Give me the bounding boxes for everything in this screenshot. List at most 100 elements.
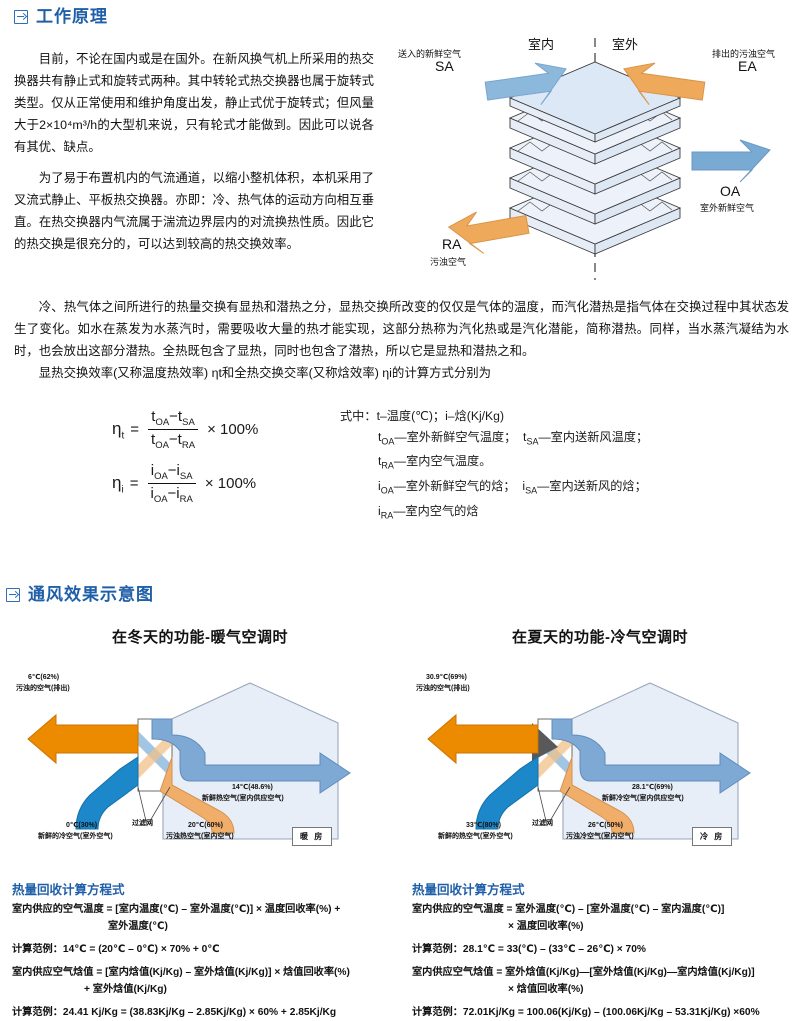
summer-room-tag: 冷 房 <box>692 827 733 846</box>
calc-line: 计算范例：14℃ = (20℃ – 0℃) × 70% + 0℃ <box>12 944 220 955</box>
winter-room-tag: 暖 房 <box>292 827 333 846</box>
winter-diagram: 6℃(62%) 污浊的空气(排出) 14℃(48.6%) 新鲜热空气(室内供应空… <box>16 661 380 851</box>
legend-prefix: 式中： <box>340 409 377 423</box>
winter-label-supply-value: 14℃(48.6%) <box>232 784 273 791</box>
summer-diagram-title: 在夏天的功能-冷气空调时 <box>512 629 688 646</box>
calc-line: × 焓值回收率(%) <box>508 984 584 995</box>
winter-label-return-value: 20℃(60%) <box>188 822 223 829</box>
core-label-sa-text: 送入的新鲜空气 <box>398 49 462 59</box>
winter-label-exhaust-text: 污浊的空气(排出) <box>16 685 70 692</box>
core-label-ra-text: 污浊空气 <box>430 257 467 267</box>
summer-label-exhaust-text: 污浊的空气(排出) <box>416 685 470 692</box>
summer-arrow-supply <box>551 718 751 794</box>
core-label-ea-code: EA <box>738 58 757 74</box>
summer-label-intake-value: 33℃(80%) <box>466 822 501 829</box>
formula-eta-t-multiplier: × 100% <box>207 421 259 439</box>
winter-label-return-text: 污浊热空气(室内空气) <box>166 833 234 840</box>
paragraph: 为了易于布置机内的气流通道，以缩小整机体积，本机采用了叉流式静止、平板热交换器。… <box>14 170 374 251</box>
paragraph: 目前，不论在国内或是在国外。在新风换气机上所采用的热交换器共有静止式和旋转式两种… <box>14 52 374 155</box>
winter-label-exhaust-value: 6℃(62%) <box>28 674 60 681</box>
summer-label-supply-text: 新鲜冷空气(室内供应空气) <box>602 795 684 802</box>
principle-text-column: 目前，不论在国内或是在国外。在新风换气机上所采用的热交换器共有静止式和旋转式两种… <box>14 36 374 267</box>
formula-eta-i-numerator: iOA−iSA <box>147 462 196 485</box>
winter-calc-title: 热量回收计算方程式 <box>12 883 125 897</box>
arrow-in-box-icon <box>14 9 28 24</box>
formula-eta-t-numerator: tOA−tSA <box>148 408 198 431</box>
formula-eta-i-multiplier: × 100% <box>204 475 257 493</box>
core-label-oa-text: 室外新鲜空气 <box>700 203 755 213</box>
summer-label-filter: 过滤网 <box>532 820 553 827</box>
calc-line: 室内供应的空气温度 = 室外温度(℃) – [室外温度(℃) – 室内温度(℃)… <box>412 904 725 915</box>
formula-legend: 式中： t–温度(℃)；i–焓(Kj/Kg) tOA—室外新鲜空气温度； tSA… <box>340 406 790 526</box>
calc-line: 室内供应的空气温度 = [室内温度(℃) – 室外温度(℃)] × 温度回收率(… <box>12 904 341 915</box>
calc-line: 计算范例：72.01Kj/Kg = 100.06(Kj/Kg) – (100.0… <box>412 1007 760 1018</box>
summer-label-return-text: 污浊冷空气(室内空气) <box>566 833 634 840</box>
winter-arrow-supply <box>151 718 351 794</box>
formula-eta-i-denominator: iOA−iRA <box>150 485 193 506</box>
legend-line: t–温度(℃)；i–焓(Kj/Kg) <box>376 409 505 423</box>
core-label-ea-text: 排出的污浊空气 <box>712 49 776 59</box>
calc-line: 室外温度(℃) <box>108 921 168 932</box>
equals-sign: = <box>129 475 139 493</box>
winter-arrow-exhaust <box>27 713 139 765</box>
paragraph: 显热交换效率(又称温度热效率) ηt和全热交换交率(又称焓效率) ηi的计算方式… <box>38 366 492 380</box>
summer-arrow-exhaust <box>427 713 539 765</box>
heat-exchanger-core-diagram: 室内 室外 送入的新鲜空气 SA 排出的污浊空气 EA OA 室外新鲜空气 RA… <box>390 22 800 292</box>
core-label-oa-code: OA <box>720 183 741 199</box>
summer-panel: 在夏天的功能-冷气空调时 30.9℃(69%) 污浊的空气(排出) 28.1℃(… <box>400 626 800 1018</box>
calc-line: 计算范例：28.1℃ = 33(℃) – (33℃ – 26℃) × 70% <box>412 944 646 955</box>
section-heading-principle: 工作原理 <box>6 8 108 25</box>
summer-label-supply-value: 28.1℃(69%) <box>632 784 673 791</box>
arrow-sa <box>484 62 567 105</box>
formula-eta-i: ηi = iOA−iSA iOA−iRA × 100% <box>112 462 256 505</box>
arrow-oa <box>691 139 771 183</box>
core-zone-indoor: 室内 <box>528 37 555 52</box>
principle-top-area: 目前，不论在国内或是在国外。在新风换气机上所采用的热交换器共有静止式和旋转式两种… <box>0 36 800 286</box>
formula-eta-i-sub: i <box>121 483 124 495</box>
page-title: 工作原理 <box>36 7 108 26</box>
winter-label-intake-text: 新鲜的冷空气(室外空气) <box>38 833 113 840</box>
arrow-in-box-icon <box>6 587 20 602</box>
arrow-ra <box>447 211 530 254</box>
winter-label-supply-text: 新鲜热空气(室内供应空气) <box>202 795 284 802</box>
summer-arrow-return <box>559 756 635 834</box>
formula-eta-t: ηt = tOA−tSA tOA−tRA × 100% <box>112 408 258 451</box>
principle-mid-text: 冷、热气体之间所进行的热量交换有显热和潜热之分，显热交换所改变的仅仅是气体的温度… <box>14 296 789 384</box>
section-heading-ventilation: 通风效果示意图 <box>0 586 800 603</box>
legend-line: tOA—室外新鲜空气温度； tSA—室内送新风温度； <box>378 429 649 446</box>
calc-line: 计算范例：24.41 Kj/Kg = (38.83Kj/Kg – 2.85Kj/… <box>12 1007 337 1018</box>
formula-eta-t-denominator: tOA−tRA <box>151 431 196 452</box>
core-zone-outdoor: 室外 <box>612 37 639 52</box>
winter-label-intake-value: 0℃(30%) <box>66 822 98 829</box>
winter-arrow-intake <box>75 756 139 830</box>
summer-arrow-intake <box>475 756 539 830</box>
formula-eta-i-symbol: ηi <box>112 472 124 495</box>
calc-line: × 温度回收率(%) <box>508 921 584 932</box>
legend-line: tRA—室内空气温度。 <box>378 454 492 471</box>
summer-label-exhaust-value: 30.9℃(69%) <box>426 674 467 681</box>
calc-line: 室内供应空气焓值 = [室内焓值(Kj/Kg) – 室外焓值(Kj/Kg)] ×… <box>12 967 350 978</box>
legend-line: iOA—室外新鲜空气的焓； iSA—室内送新风的焓； <box>378 479 647 496</box>
summer-calc-title: 热量回收计算方程式 <box>412 883 525 897</box>
winter-calc-block: 热量回收计算方程式 室内供应的空气温度 = [室内温度(℃) – 室外温度(℃)… <box>0 873 400 1021</box>
summer-label-return-value: 26℃(50%) <box>588 822 623 829</box>
calc-line: + 室外焓值(Kj/Kg) <box>84 984 167 995</box>
winter-arrow-return <box>159 756 235 834</box>
summer-label-intake-text: 新鲜的热空气(室外空气) <box>438 833 513 840</box>
core-label-sa-code: SA <box>435 58 454 74</box>
formula-eta-t-symbol: ηt <box>112 418 125 441</box>
arrow-ea <box>623 62 706 105</box>
formula-eta-t-sub: t <box>121 429 125 441</box>
calc-line: 室内供应空气焓值 = 室外焓值(Kj/Kg)—[室外焓值(Kj/Kg)—室内焓值… <box>412 967 755 978</box>
winter-label-filter: 过滤网 <box>132 820 153 827</box>
efficiency-formula-area: ηt = tOA−tSA tOA−tRA × 100% ηi = iOA−iSA… <box>0 400 800 540</box>
summer-calc-block: 热量回收计算方程式 室内供应的空气温度 = 室外温度(℃) – [室外温度(℃)… <box>400 873 800 1021</box>
paragraph: 冷、热气体之间所进行的热量交换有显热和潜热之分，显热交换所改变的仅仅是气体的温度… <box>14 300 789 358</box>
legend-line: iRA—室内空气的焓 <box>378 504 479 521</box>
winter-panel: 在冬天的功能-暖气空调时 6℃(62%) 污浊的空气(排出) <box>0 626 400 1018</box>
section-title-ventilation: 通风效果示意图 <box>28 585 154 604</box>
winter-diagram-title: 在冬天的功能-暖气空调时 <box>112 629 288 646</box>
summer-diagram: 30.9℃(69%) 污浊的空气(排出) 28.1℃(69%) 新鲜冷空气(室内… <box>416 661 780 851</box>
equals-sign: = <box>130 421 140 439</box>
core-label-ra-code: RA <box>442 236 462 252</box>
